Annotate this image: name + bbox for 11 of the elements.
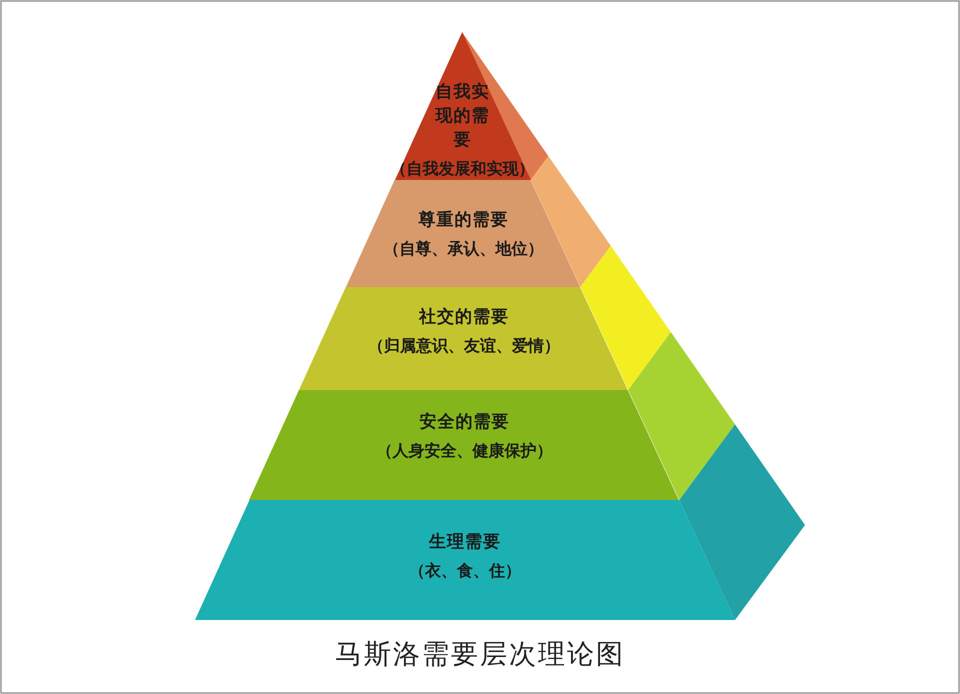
layer-description: （衣、食、住）: [409, 560, 521, 582]
layer-description: （自我发展和实现）: [390, 158, 535, 180]
layer-description: （人身安全、健康保护）: [376, 440, 552, 462]
layer-title: 社交的需要: [418, 306, 509, 329]
layer-description: （归属意识、友谊、爱情）: [368, 335, 560, 357]
layer-title: 自我实现的需要: [434, 81, 491, 152]
layer-description: （自尊、承认、地位）: [383, 238, 544, 260]
layer-title: 生理需要: [429, 531, 501, 554]
layer-title: 安全的需要: [419, 411, 510, 434]
caption: 马斯洛需要层次理论图: [334, 638, 626, 672]
layer-title: 尊重的需要: [418, 209, 508, 232]
